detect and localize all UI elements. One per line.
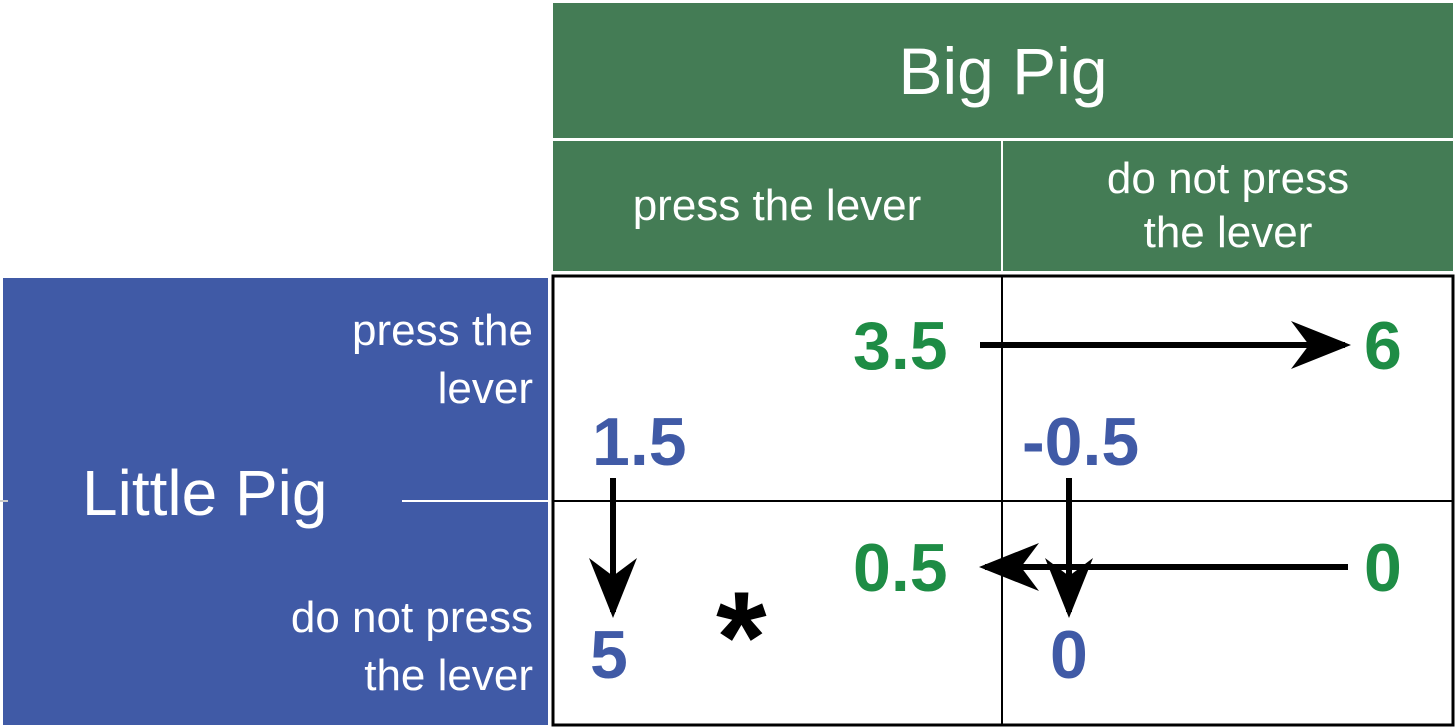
payoff-little-press-nopress: -0.5	[1022, 404, 1140, 480]
payoff-big-nopress-nopress: 0	[1364, 530, 1402, 606]
payoff-little-press-press: 1.5	[592, 404, 687, 480]
payoff-little-nopress-press: 5	[590, 617, 628, 693]
little-pig-title: Little Pig	[82, 457, 328, 529]
little-pig-strategy-nopress-line2: the lever	[364, 651, 533, 700]
big-pig-strategy-nopress: do not press the lever	[1003, 141, 1453, 271]
equilibrium-star-icon: *	[716, 564, 767, 710]
big-pig-header: Big Pig	[553, 3, 1453, 138]
payoff-big-press-press: 3.5	[853, 308, 948, 384]
little-pig-strategy-nopress-line1: do not press	[290, 593, 533, 642]
little-pig-strategy-nopress: do not press the lever	[291, 589, 533, 705]
big-pig-strategy-press: press the lever	[553, 141, 1001, 271]
payoff-little-nopress-nopress: 0	[1050, 617, 1088, 693]
big-pig-strategy-press-line1: press the lever	[632, 181, 922, 230]
big-pig-strategy-nopress-line2: the lever	[1143, 208, 1313, 257]
little-pig-strategy-press: press the lever	[352, 302, 533, 418]
payoff-big-press-nopress: 6	[1364, 308, 1402, 384]
big-pig-strategy-nopress-line1: do not press	[1106, 154, 1350, 203]
big-pig-title: Big Pig	[898, 33, 1108, 108]
payoff-big-nopress-press: 0.5	[853, 530, 948, 606]
little-pig-strategy-press-line2: lever	[437, 364, 533, 413]
little-pig-strategy-press-line1: press the	[352, 306, 533, 355]
